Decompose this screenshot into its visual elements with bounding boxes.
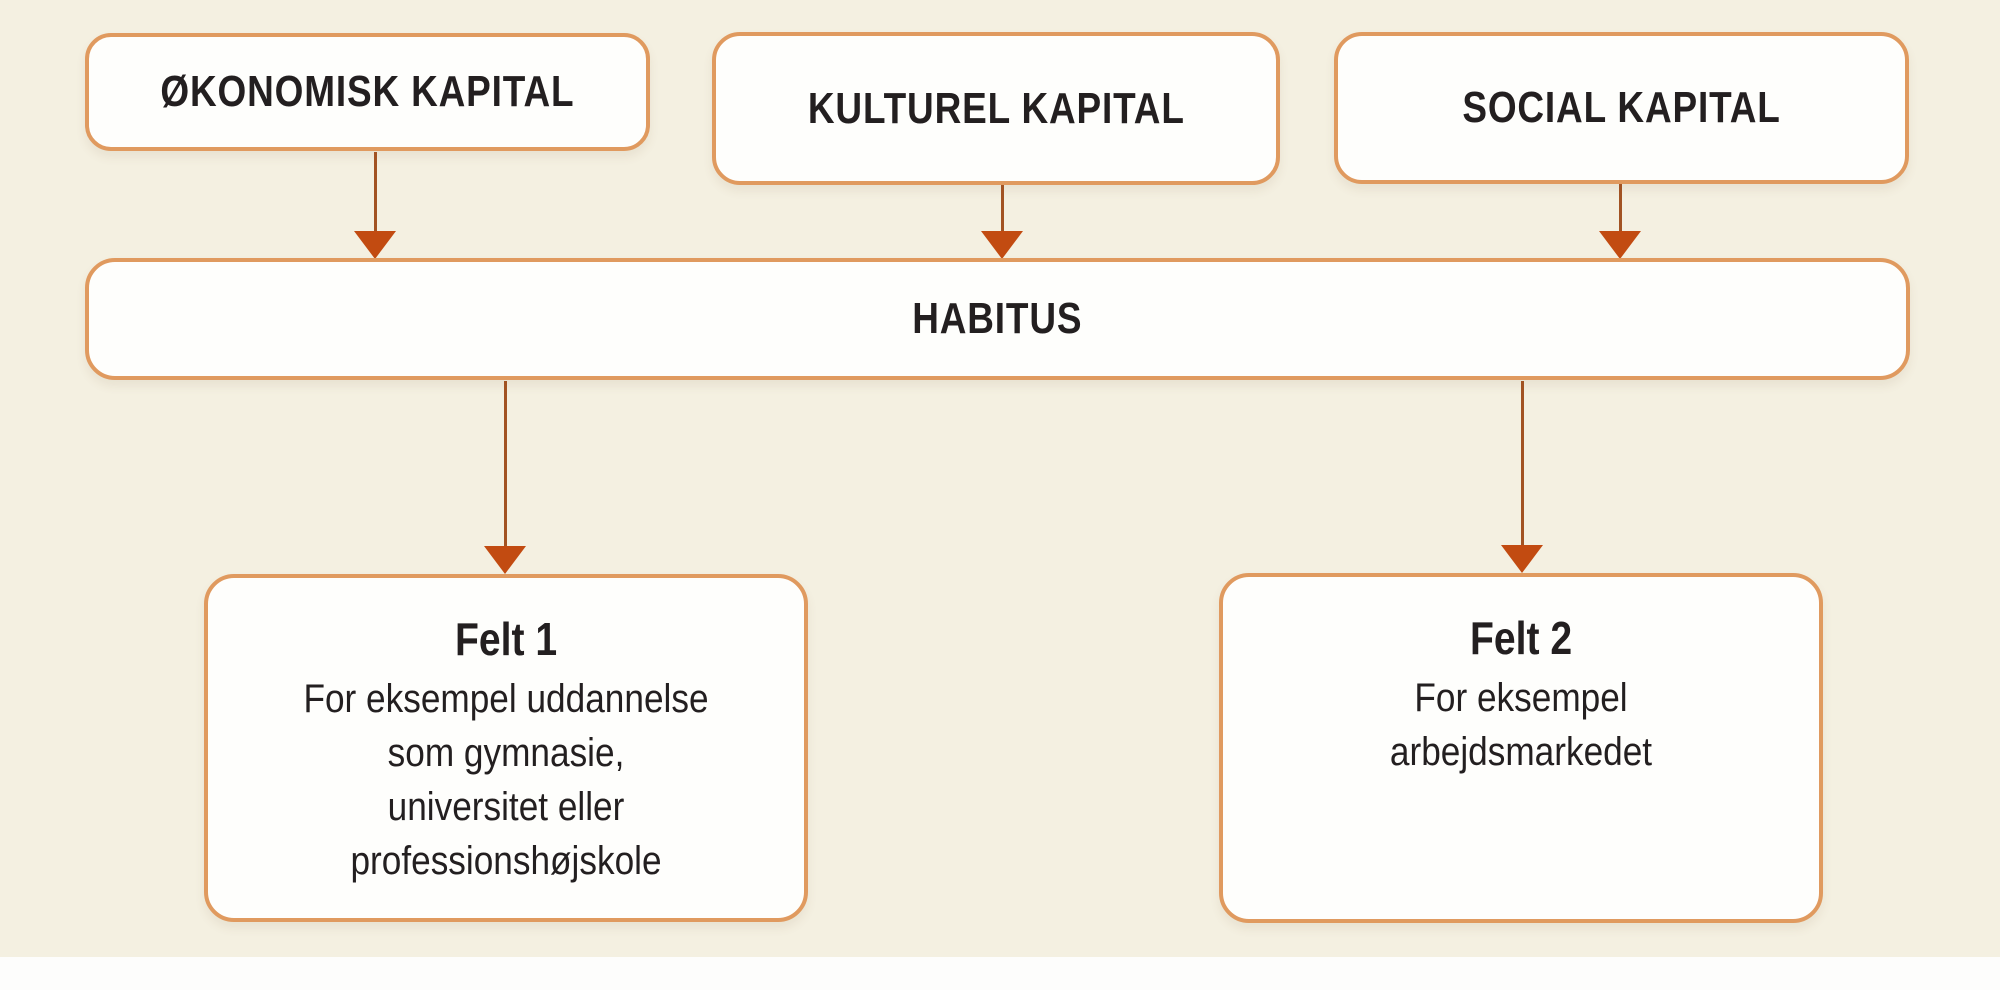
- node-felt-1-title: Felt 1: [454, 613, 558, 665]
- node-okonomisk-kapital: ØKONOMISK KAPITAL: [85, 33, 650, 151]
- arrow-social-to-habitus: [1599, 184, 1641, 259]
- node-social-kapital-label: SOCIAL KAPITAL: [1462, 83, 1781, 132]
- arrow-stem: [1618, 184, 1622, 231]
- arrow-stem: [1000, 185, 1004, 231]
- arrow-head-icon: [981, 231, 1023, 259]
- bottom-white-strip: [0, 957, 2000, 990]
- arrow-head-icon: [354, 231, 396, 259]
- arrow-stem: [373, 152, 377, 231]
- node-social-kapital: SOCIAL KAPITAL: [1334, 32, 1909, 184]
- arrow-habitus-to-felt1: [484, 381, 526, 574]
- felt-2-line: arbejdsmarkedet: [1389, 730, 1653, 774]
- node-habitus-label: HABITUS: [912, 294, 1083, 343]
- felt-2-line: For eksempel: [1414, 676, 1628, 720]
- node-felt-2: Felt 2 For eksempel arbejdsmarkedet: [1219, 573, 1823, 923]
- node-felt-1: Felt 1 For eksempel uddannelse som gymna…: [204, 574, 808, 922]
- felt-1-line: For eksempel uddannelse: [303, 677, 709, 721]
- arrow-stem: [1520, 381, 1524, 545]
- felt-1-line: som gymnasie,: [387, 731, 625, 775]
- arrow-head-icon: [1501, 545, 1543, 573]
- node-okonomisk-kapital-label: ØKONOMISK KAPITAL: [160, 67, 575, 116]
- arrow-head-icon: [484, 546, 526, 574]
- arrow-kulturel-to-habitus: [981, 185, 1023, 259]
- arrow-head-icon: [1599, 231, 1641, 259]
- arrow-okonomisk-to-habitus: [354, 152, 396, 259]
- felt-1-line: universitet eller: [387, 785, 625, 829]
- node-kulturel-kapital-label: KULTUREL KAPITAL: [807, 83, 1185, 133]
- felt-1-line: professionshøjskole: [350, 839, 662, 883]
- node-felt-2-title: Felt 2: [1469, 612, 1573, 664]
- node-kulturel-kapital: KULTUREL KAPITAL: [712, 32, 1280, 185]
- arrow-stem: [503, 381, 507, 546]
- node-felt-1-description: For eksempel uddannelse som gymnasie, un…: [244, 672, 768, 888]
- arrow-habitus-to-felt2: [1501, 381, 1543, 573]
- node-habitus: HABITUS: [85, 258, 1910, 380]
- node-felt-2-description: For eksempel arbejdsmarkedet: [1259, 671, 1783, 779]
